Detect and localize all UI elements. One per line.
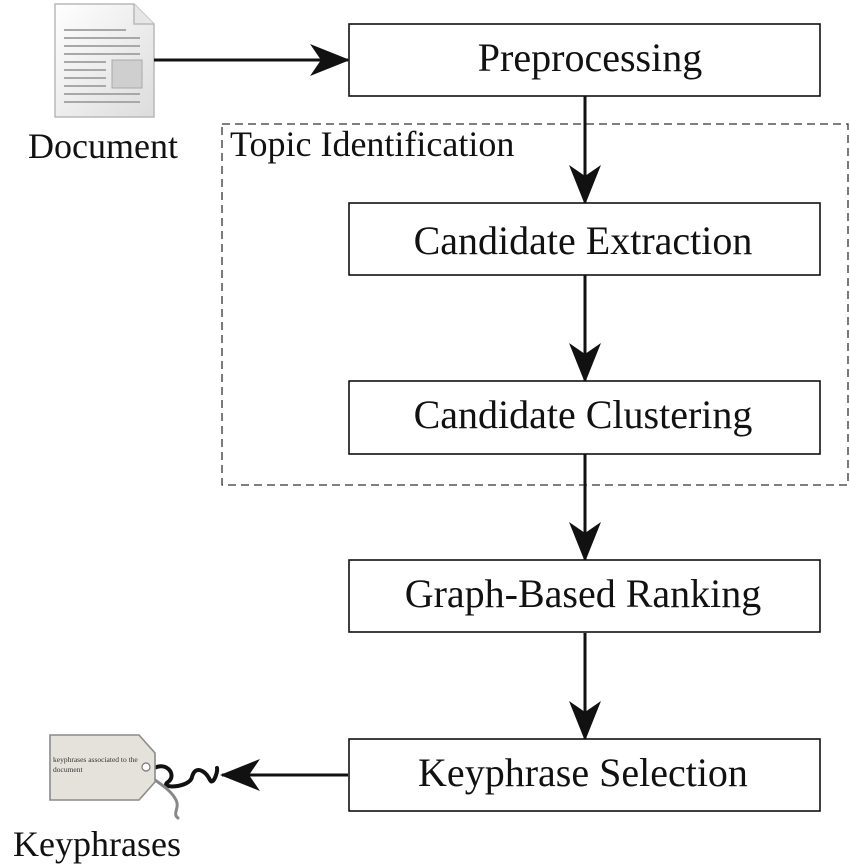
step-preprocessing-label: Preprocessing (478, 35, 702, 80)
keyphrases-label: Keyphrases (13, 824, 181, 864)
step-preprocessing: Preprocessing (348, 23, 821, 97)
step-graph-based-ranking: Graph-Based Ranking (348, 559, 821, 633)
topic-identification-label: Topic Identification (230, 124, 514, 164)
step-candidate-extraction-label: Candidate Extraction (414, 218, 753, 263)
step-candidate-clustering-label: Candidate Clustering (414, 392, 753, 437)
topic-identification-group (221, 123, 849, 486)
step-candidate-clustering: Candidate Clustering (348, 380, 821, 455)
tag-text-line2: document (53, 765, 83, 774)
step-candidate-extraction: Candidate Extraction (348, 202, 821, 276)
tag-text-line1: keyphrases associated to the (53, 755, 138, 764)
step-keyphrase-selection-label: Keyphrase Selection (418, 750, 748, 795)
document-label: Document (28, 126, 178, 166)
tag-icon: keyphrases associated to the document (49, 734, 220, 820)
step-keyphrase-selection: Keyphrase Selection (348, 738, 821, 812)
document-icon (54, 3, 155, 118)
step-graph-based-ranking-label: Graph-Based Ranking (405, 571, 762, 616)
